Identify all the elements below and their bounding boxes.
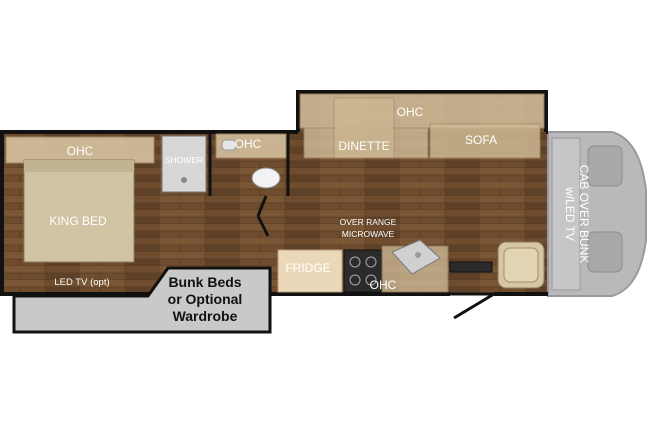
bunk-label-line3: Wardrobe bbox=[173, 308, 238, 324]
cab-seat-bottom bbox=[587, 231, 623, 273]
bedroom-ohc-label: OHC bbox=[67, 144, 94, 158]
bath-ohc-cabinet bbox=[215, 133, 287, 159]
shower-label: SHOWER bbox=[165, 155, 203, 165]
entry-door bbox=[449, 261, 495, 320]
shower bbox=[161, 135, 207, 193]
kitchen-counter bbox=[381, 239, 449, 293]
bunk-area bbox=[12, 266, 272, 334]
king-bed bbox=[23, 159, 135, 263]
king-bed-label: KING BED bbox=[49, 214, 107, 228]
fridge bbox=[277, 249, 343, 293]
toilet bbox=[251, 167, 281, 189]
bedroom-ohc-cabinet bbox=[5, 136, 155, 164]
sofa-label: SOFA bbox=[465, 133, 497, 147]
bath-walls bbox=[208, 132, 290, 237]
stove bbox=[343, 249, 383, 293]
slide-ohc-label: OHC bbox=[397, 105, 424, 119]
cab-over-bunk-area bbox=[547, 131, 647, 297]
dinette-label: DINETTE bbox=[338, 139, 389, 153]
kitchen-ohc-label: OHC bbox=[370, 278, 397, 292]
bunk-label-line1: Bunk Beds bbox=[168, 274, 241, 290]
recliner-chair bbox=[497, 241, 545, 289]
over-range-label: OVER RANGE bbox=[340, 217, 397, 227]
sofa bbox=[429, 123, 541, 159]
cab-seat-top bbox=[587, 145, 623, 187]
cab-led-tv-label: w/LED TV bbox=[563, 186, 577, 241]
dinette bbox=[303, 97, 429, 159]
led-tv-label: LED TV (opt) bbox=[54, 277, 109, 288]
bath-ohc-label: OHC bbox=[235, 137, 262, 151]
microwave-label: MICROWAVE bbox=[342, 229, 395, 239]
fridge-label: FRIDGE bbox=[285, 261, 330, 275]
cab-over-bunk-label: CAB OVER BUNK bbox=[577, 165, 591, 264]
bunk-label-line2: or Optional bbox=[168, 291, 243, 307]
